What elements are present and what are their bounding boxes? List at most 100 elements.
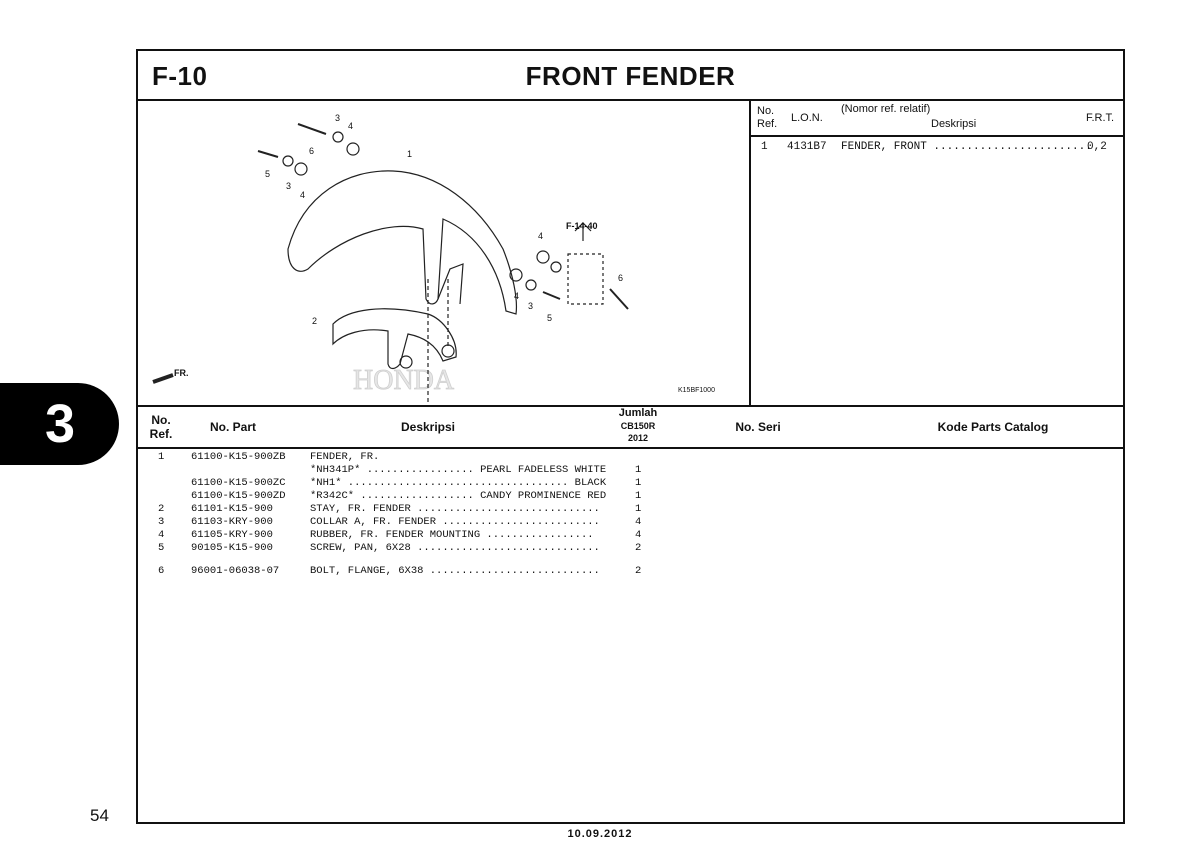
row-ref: 5 <box>158 542 165 554</box>
col-no: No. <box>151 413 171 427</box>
rubber-4-top <box>346 142 360 156</box>
row-qty: 1 <box>635 503 642 515</box>
ref-row-no: 1 <box>761 141 768 153</box>
stay-hole-left <box>399 355 413 369</box>
bracket-outline <box>567 253 604 305</box>
parts-table-header: No. Ref. No. Part Deskripsi Jumlah CB150… <box>138 405 1123 449</box>
callout-3-b: 3 <box>286 181 291 191</box>
collar-3-top <box>332 131 344 143</box>
row-desc: COLLAR A, FR. FENDER ...................… <box>310 516 600 528</box>
col-part: No. Part <box>209 420 256 434</box>
collar-3-lower <box>525 279 537 291</box>
row-ref: 2 <box>158 503 165 515</box>
ref-col-lon: L.O.N. <box>791 112 823 124</box>
row-desc: *R342C* .................. CANDY PROMINE… <box>310 490 607 502</box>
row-qty: 4 <box>635 516 642 528</box>
direction-arrow <box>152 373 174 384</box>
bolt-6 <box>297 123 327 135</box>
row-part: 61100-K15-900ZC <box>191 477 286 489</box>
ref-col-frt: F.R.T. <box>1086 112 1115 124</box>
direction-label: FR. <box>174 368 189 378</box>
ref-col-desc: Deskripsi <box>931 118 977 130</box>
callout-1: 1 <box>407 149 412 159</box>
rubber-4-left <box>294 162 308 176</box>
collar-3-left <box>282 155 294 167</box>
row-qty: 1 <box>635 490 642 502</box>
row-qty: 1 <box>635 477 642 489</box>
col-qty-year: 2012 <box>627 433 649 443</box>
row-qty: 1 <box>635 464 642 476</box>
row-desc: SCREW, PAN, 6X28 .......................… <box>310 542 600 554</box>
row-part: 61103-KRY-900 <box>191 516 273 528</box>
row-part: 96001-06038-07 <box>191 565 280 577</box>
ref-col-ref: Ref. <box>757 118 778 130</box>
row-desc: *NH1* ..................................… <box>310 477 607 489</box>
catalog-page-frame: F-10 FRONT FENDER HONDA <box>136 49 1125 824</box>
drawing-id: K15BF1000 <box>678 387 715 394</box>
page-number: 54 <box>90 806 109 825</box>
ref-row-desc: FENDER, FRONT ........................ <box>841 141 1092 153</box>
row-ref: 4 <box>158 529 165 541</box>
fender-drawing: HONDA <box>152 113 715 405</box>
callout-6-b: 6 <box>618 273 623 283</box>
row-desc: RUBBER, FR. FENDER MOUNTING ............… <box>310 529 594 541</box>
row-qty: 4 <box>635 529 642 541</box>
row-ref: 1 <box>158 451 165 463</box>
row-part: 90105-K15-900 <box>191 542 273 554</box>
col-catalog: Kode Parts Catalog <box>937 420 1049 434</box>
screw-5-lower <box>542 291 561 300</box>
front-fender-part <box>287 170 518 315</box>
row-desc: *NH341P* ................. PEARL FADELES… <box>310 464 607 476</box>
ref-col-no: No. <box>757 105 775 117</box>
callout-4-c: 4 <box>538 231 543 241</box>
col-ref: Ref. <box>149 427 173 441</box>
row-part: 61100-K15-900ZD <box>191 490 286 502</box>
callout-3-a: 3 <box>335 113 340 123</box>
callout-5-b: 5 <box>547 313 552 323</box>
callout-4-d: 4 <box>514 291 519 301</box>
fender-leg <box>437 263 464 305</box>
watermark-text: HONDA <box>353 365 455 396</box>
callout-6-a: 6 <box>309 146 314 156</box>
stay-hole-right <box>441 344 455 358</box>
col-qty-model: CB150R <box>620 421 656 431</box>
ref-row-lon: 4131B7 <box>787 141 827 153</box>
col-qty-top: Jumlah <box>618 407 658 419</box>
ref-arrow <box>574 222 592 241</box>
row-ref: 3 <box>158 516 165 528</box>
section-code: F-10 <box>152 61 208 91</box>
callout-4-a: 4 <box>348 121 353 131</box>
row-part: 61101-K15-900 <box>191 503 273 515</box>
col-desc: Deskripsi <box>400 420 456 434</box>
section-tab: 3 <box>0 383 119 465</box>
footer-date: 10.09.2012 <box>567 828 633 840</box>
section-number: 3 <box>44 394 76 454</box>
row-part: 61105-KRY-900 <box>191 529 273 541</box>
bolt-6-right <box>609 288 629 310</box>
callout-2: 2 <box>312 316 317 326</box>
ref-table-divider <box>751 135 1123 137</box>
rubber-4-lower <box>509 268 523 282</box>
col-serial: No. Seri <box>735 420 781 434</box>
ref-tag: F-14-40 <box>566 221 598 231</box>
callout-5-a: 5 <box>265 169 270 179</box>
row-qty: 2 <box>635 542 642 554</box>
row-qty: 2 <box>635 565 642 577</box>
collar-3-right <box>550 261 562 273</box>
ref-col-desc-top: (Nomor ref. relatif) <box>841 103 931 115</box>
page-title: FRONT FENDER <box>525 61 736 91</box>
callout-4-b: 4 <box>300 190 305 200</box>
callout-3-c: 3 <box>528 301 533 311</box>
rubber-4-right <box>536 250 550 264</box>
reference-table: No. Ref. L.O.N. (Nomor ref. relatif) Des… <box>751 99 1123 405</box>
screw-5 <box>257 150 279 158</box>
row-desc: FENDER, FR. <box>310 451 380 463</box>
row-part: 61100-K15-900ZB <box>191 451 286 463</box>
fender-stay-part <box>332 308 457 370</box>
page-header: F-10 FRONT FENDER <box>138 51 1123 101</box>
row-ref: 6 <box>158 565 165 577</box>
exploded-diagram: HONDA <box>138 99 751 405</box>
ref-row-frt: 0,2 <box>1087 141 1107 153</box>
row-desc: STAY, FR. FENDER .......................… <box>310 503 600 515</box>
row-desc: BOLT, FLANGE, 6X38 .....................… <box>310 565 600 577</box>
